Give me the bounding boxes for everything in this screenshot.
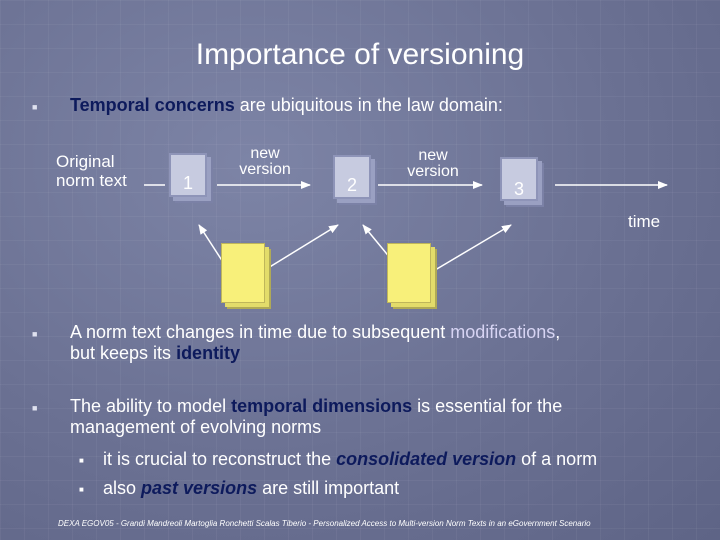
sub1-text-2: of a norm bbox=[516, 449, 598, 469]
version-box-1: 1 bbox=[169, 153, 207, 197]
bullet-temporal-dimensions: The ability to model temporal dimensions… bbox=[70, 396, 562, 438]
sub1-text-1: it is crucial to reconstruct the bbox=[103, 449, 337, 469]
highlight-identity: identity bbox=[176, 343, 241, 363]
bullet1-text: are ubiquitous in the law domain: bbox=[234, 95, 503, 115]
bullet3-text-3: management of evolving norms bbox=[70, 417, 322, 437]
slide-title: Importance of versioning bbox=[195, 38, 525, 71]
original-label-line2: norm text bbox=[56, 171, 127, 190]
bullet2-text-3: but keeps its bbox=[70, 343, 177, 363]
square-bullet-icon: ■ bbox=[32, 403, 38, 413]
version-number-1: 1 bbox=[182, 173, 193, 193]
highlight-consolidated-version: consolidated version bbox=[336, 449, 517, 469]
small-square-bullet-icon: ■ bbox=[79, 485, 84, 494]
bullet3-text-1: The ability to model bbox=[70, 396, 232, 416]
new-version-2-line1: new bbox=[418, 147, 448, 164]
square-bullet-icon: ■ bbox=[32, 329, 38, 339]
original-norm-text-label: Original norm text bbox=[56, 152, 127, 190]
new-version-label-1: new version bbox=[233, 146, 297, 178]
bullet3-text-2: is essential for the bbox=[412, 396, 563, 416]
new-version-1-line1: new bbox=[250, 145, 280, 162]
small-square-bullet-icon: ■ bbox=[79, 456, 84, 465]
new-version-1-line2: version bbox=[239, 161, 291, 178]
link-document-version3 bbox=[424, 224, 512, 277]
sub-bullet-past-versions: also past versions are still important bbox=[103, 478, 399, 499]
bullet2-text-2: , bbox=[555, 322, 561, 342]
slide-footer: DEXA EGOV05 - Grandi Mandreoli Martoglia… bbox=[58, 519, 591, 528]
bullet-identity: A norm text changes in time due to subse… bbox=[70, 322, 560, 364]
highlight-modifications: modifications bbox=[450, 322, 556, 342]
new-version-label-2: new version bbox=[401, 148, 465, 180]
version-number-3: 3 bbox=[513, 179, 524, 199]
bullet-temporal-concerns: Temporal concerns are ubiquitous in the … bbox=[70, 95, 503, 116]
highlight-temporal-concerns: Temporal concerns bbox=[70, 95, 235, 115]
bullet2-text-1: A norm text changes in time due to subse… bbox=[70, 322, 451, 342]
original-label-line1: Original bbox=[56, 152, 115, 171]
highlight-past-versions: past versions bbox=[141, 478, 258, 498]
version-number-2: 2 bbox=[346, 175, 357, 195]
time-axis-label: time bbox=[628, 212, 661, 231]
square-bullet-icon: ■ bbox=[32, 102, 38, 112]
version-box-2: 2 bbox=[333, 155, 371, 199]
link-document-version2 bbox=[254, 224, 339, 277]
norm-document-icon-2 bbox=[387, 243, 431, 303]
version-box-3: 3 bbox=[500, 157, 538, 201]
highlight-temporal-dimensions: temporal dimensions bbox=[231, 396, 413, 416]
norm-document-icon-1 bbox=[221, 243, 265, 303]
sub-bullet-consolidated-version: it is crucial to reconstruct the consoli… bbox=[103, 449, 597, 470]
sub2-text-1: also bbox=[103, 478, 142, 498]
sub2-text-2: are still important bbox=[257, 478, 400, 498]
new-version-2-line2: version bbox=[407, 163, 459, 180]
